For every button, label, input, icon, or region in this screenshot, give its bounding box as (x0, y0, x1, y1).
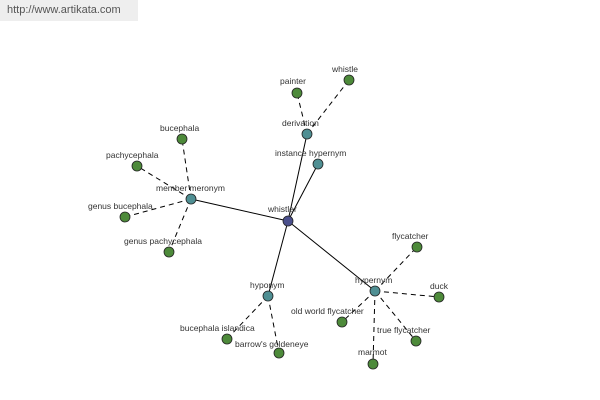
center-label[interactable]: whistler (267, 204, 297, 214)
leaf-label-duck[interactable]: duck (430, 281, 449, 291)
edge-hypernym-duck (374, 290, 440, 298)
center-node-whistler[interactable] (282, 215, 294, 227)
leaf-label-marmot[interactable]: marmot (358, 347, 387, 357)
leaf-node-barrow-s-goldeneye[interactable] (273, 347, 285, 359)
relation-label-member-meronym[interactable]: member meronym (156, 183, 225, 193)
relation-node-derivation[interactable] (301, 128, 313, 140)
edge-member-meronym-genus-bucephala (124, 198, 192, 218)
edge-hypernym-true-flycatcher (374, 290, 417, 342)
relation-label-hypernym[interactable]: hypernym (355, 275, 392, 285)
relation-node-hyponym[interactable] (262, 290, 274, 302)
leaf-label-pachycephala[interactable]: pachycephala (106, 150, 159, 160)
edge-center-derivation (287, 133, 308, 222)
source-url-text: http://www.artikata.com (7, 4, 121, 16)
relation-label-instance-hypernym[interactable]: instance hypernym (275, 148, 346, 158)
edge-center-hypernym (287, 220, 376, 292)
edge-center-hyponym (267, 220, 289, 297)
leaf-label-bucephala[interactable]: bucephala (160, 123, 200, 133)
leaf-node-marmot[interactable] (367, 358, 379, 370)
edge-center-member-meronym (190, 198, 289, 222)
leaf-label-barrow-s-goldeneye[interactable]: barrow's goldeneye (235, 339, 309, 349)
source-url-banner[interactable]: http://www.artikata.com (0, 0, 138, 21)
relation-label-derivation[interactable]: derivation (282, 118, 319, 128)
relation-node-instance-hypernym[interactable] (312, 158, 324, 170)
relation-label-hyponym[interactable]: hyponym (250, 280, 285, 290)
leaf-node-true-flycatcher[interactable] (410, 335, 422, 347)
relation-node-hypernym[interactable] (369, 285, 381, 297)
leaf-label-whistle[interactable]: whistle (331, 64, 358, 74)
edge-hypernym-marmot (372, 290, 376, 365)
edge-hypernym-old-world-flycatcher (341, 290, 376, 323)
leaf-node-genus-bucephala[interactable] (119, 211, 131, 223)
leaf-label-old-world-flycatcher[interactable]: old world flycatcher (291, 306, 364, 316)
leaf-label-genus-pachycephala[interactable]: genus pachycephala (124, 236, 202, 246)
edge-derivation-painter (296, 92, 308, 135)
edge-member-meronym-genus-pachycephala (168, 198, 192, 253)
edge-center-instance-hypernym (287, 163, 319, 222)
edge-hypernym-flycatcher (374, 246, 418, 292)
leaf-node-pachycephala[interactable] (131, 160, 143, 172)
leaf-node-flycatcher[interactable] (411, 241, 423, 253)
leaf-node-bucephala-islandica[interactable] (221, 333, 233, 345)
leaf-node-whistle[interactable] (343, 74, 355, 86)
leaf-label-genus-bucephala[interactable]: genus bucephala (88, 201, 153, 211)
edge-hyponym-barrow-s-goldeneye (267, 295, 280, 354)
relation-node-member-meronym[interactable] (185, 193, 197, 205)
edge-hyponym-bucephala-islandica (226, 295, 269, 340)
leaf-node-painter[interactable] (291, 87, 303, 99)
leaf-label-flycatcher[interactable]: flycatcher (392, 231, 429, 241)
leaf-node-genus-pachycephala[interactable] (163, 246, 175, 258)
edge-member-meronym-bucephala (181, 138, 192, 200)
leaf-label-bucephala-islandica[interactable]: bucephala islandica (180, 323, 255, 333)
leaf-label-true-flycatcher[interactable]: true flycatcher (377, 325, 431, 335)
edge-derivation-whistle (306, 79, 350, 135)
leaf-node-duck[interactable] (433, 291, 445, 303)
leaf-node-old-world-flycatcher[interactable] (336, 316, 348, 328)
leaf-label-painter[interactable]: painter (280, 76, 306, 86)
edge-member-meronym-pachycephala (136, 165, 192, 200)
leaf-node-bucephala[interactable] (176, 133, 188, 145)
